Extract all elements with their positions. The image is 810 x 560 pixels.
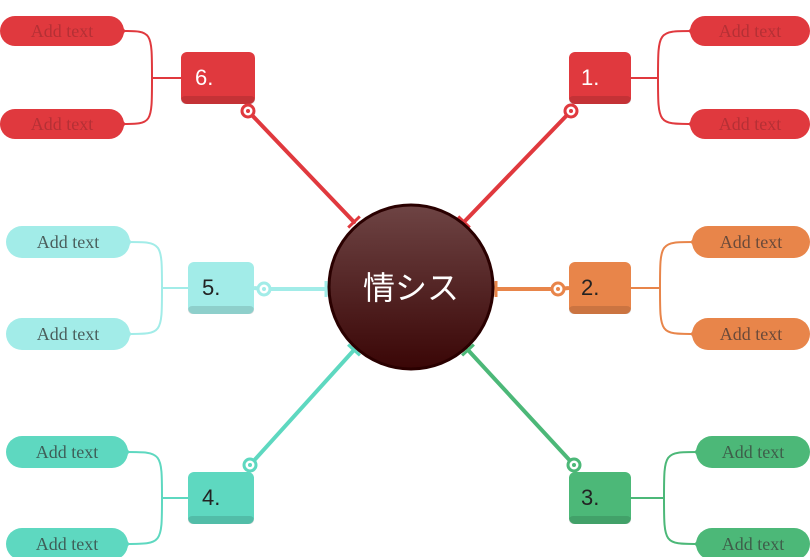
branch-node[interactable] (569, 472, 631, 524)
branch-node-shade (188, 306, 254, 314)
leaf-connector (127, 287, 163, 335)
leaf-connector (659, 287, 695, 335)
branch-connector (246, 109, 356, 224)
branch-connector (462, 109, 573, 224)
branch-connector (248, 348, 356, 467)
leaf-node[interactable] (692, 318, 810, 350)
leaf-connector (657, 30, 693, 79)
branch-node[interactable] (181, 52, 255, 104)
leaf-connector (121, 77, 153, 125)
leaf-node[interactable] (696, 436, 810, 468)
leaf-node[interactable] (690, 16, 810, 46)
leaf-node[interactable] (6, 226, 130, 258)
branch-connector (466, 348, 576, 467)
connector-end-bar (347, 343, 361, 357)
branch-node-shade (569, 96, 631, 104)
leaf-connector (125, 497, 163, 545)
leaf-connector (127, 241, 163, 289)
branch-connector-handle-dot (556, 287, 560, 291)
leaf-node[interactable] (692, 226, 810, 258)
branch-node[interactable] (569, 52, 631, 104)
leaf-connector (657, 77, 693, 125)
leaf-node[interactable] (0, 109, 124, 139)
leaf-node[interactable] (6, 528, 128, 557)
branch-node-shade (181, 96, 255, 104)
leaf-connector (125, 451, 163, 499)
branch-connector-handle-dot (248, 463, 252, 467)
leaf-connector (659, 241, 695, 289)
branch-node[interactable] (188, 262, 254, 314)
leaf-node[interactable] (690, 109, 810, 139)
branch-connector-handle-dot (262, 287, 266, 291)
leaf-connector (663, 451, 699, 499)
branch-connector-handle-dot (246, 109, 250, 113)
central-topic-node[interactable] (327, 203, 495, 371)
leaf-node[interactable] (0, 16, 124, 46)
leaf-node[interactable] (696, 528, 810, 557)
node-shapes (0, 16, 810, 557)
leaf-connector (663, 497, 699, 545)
branch-node-shade (569, 306, 631, 314)
branch-node-shade (188, 516, 254, 524)
branch-connector-handle-dot (572, 463, 576, 467)
branch-node[interactable] (569, 262, 631, 314)
branch-node[interactable] (188, 472, 254, 524)
leaf-node[interactable] (6, 318, 130, 350)
branch-connector-handle-dot (569, 109, 573, 113)
connector-end-bar (461, 343, 475, 357)
leaf-connector (121, 30, 153, 79)
connector-end-bar (347, 215, 361, 229)
connector-end-bar (457, 215, 471, 229)
leaf-node[interactable] (6, 436, 128, 468)
branch-node-shade (569, 516, 631, 524)
